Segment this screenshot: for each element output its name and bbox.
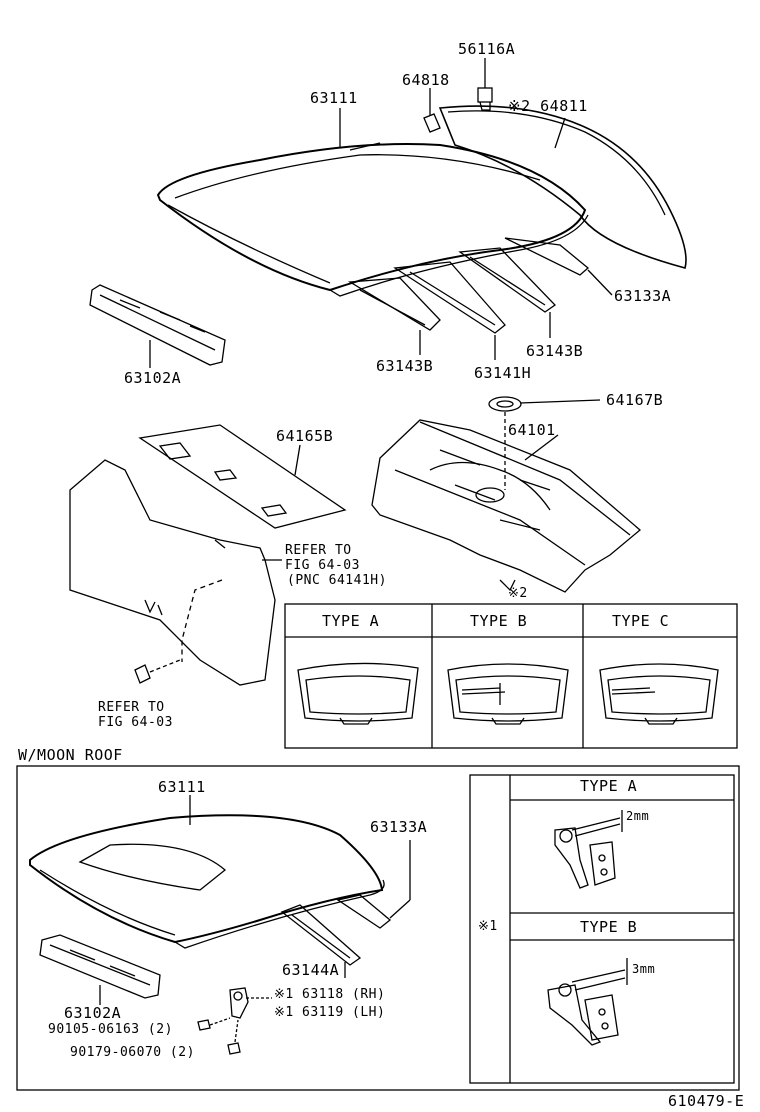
header-moonroof — [39, 934, 161, 1005]
label-64818: 64818 — [402, 71, 450, 89]
hinge-type-b-title: TYPE B — [580, 918, 638, 936]
label-90179: 90179-06070 (2) — [70, 1045, 195, 1060]
roof-bow-moonroof — [280, 840, 411, 978]
label-56116a: 56116A — [458, 40, 516, 58]
label-63119: ※1 63119 (LH) — [274, 1005, 386, 1020]
label-63141h: 63141H — [474, 364, 532, 382]
label-63133a-top: 63133A — [614, 287, 672, 305]
label-64167b: 64167B — [606, 391, 664, 409]
front-header-panel — [89, 284, 226, 368]
glass-type-c-title: TYPE C — [612, 612, 670, 630]
label-63118: ※1 63118 (RH) — [274, 987, 386, 1002]
hinge-type-a — [554, 810, 623, 889]
label-63143b-right: 63143B — [526, 342, 584, 360]
label-63111-top: 63111 — [310, 89, 358, 107]
hinge-type-b — [547, 958, 628, 1046]
grommet — [488, 396, 601, 490]
note-1-mark: ※1 — [478, 919, 498, 934]
hinge-type-a-dimension: 2mm — [626, 809, 650, 823]
label-64101: 64101 — [508, 421, 556, 439]
refer-note-1-line1: REFER TO — [285, 543, 352, 558]
hinge-type-b-dimension: 3mm — [632, 962, 656, 976]
back-window-glass — [438, 105, 687, 269]
roof-panel-top — [156, 142, 589, 297]
glass-type-b-title: TYPE B — [470, 612, 528, 630]
label-64811: ※2 64811 — [508, 97, 588, 115]
label-63143b-left: 63143B — [376, 357, 434, 375]
moon-roof-frame — [16, 765, 740, 1091]
package-tray-trim — [138, 424, 347, 529]
refer-note-2-line1: REFER TO — [98, 700, 165, 715]
label-63102a-top: 63102A — [124, 369, 182, 387]
hinge-moonroof — [197, 987, 272, 1055]
refer-note-1-line2: FIG 64-03 — [285, 558, 360, 573]
moon-roof-heading: W/MOON ROOF — [18, 746, 123, 764]
rear-floor-panel — [371, 419, 642, 593]
label-63144a: 63144A — [282, 961, 340, 979]
refer-note-2-line2: FIG 64-03 — [98, 715, 173, 730]
hinge-type-a-title: TYPE A — [580, 777, 638, 795]
glass-type-table — [284, 603, 738, 749]
label-63102a-bottom: 63102A — [64, 1004, 122, 1022]
label-64165b: 64165B — [276, 427, 334, 445]
label-63111-bottom: 63111 — [158, 778, 206, 796]
glass-type-a-title: TYPE A — [322, 612, 380, 630]
roof-bows — [347, 237, 613, 360]
label-90105: 90105-06163 (2) — [48, 1022, 173, 1037]
refer-note-1-line3: (PNC 64141H) — [287, 573, 387, 588]
note-2-mark: ※2 — [508, 586, 528, 601]
rear-side-trim — [69, 459, 282, 686]
clip-parts — [339, 58, 566, 149]
figure-number: 610479-E — [668, 1092, 745, 1110]
roof-panel-moonroof — [29, 795, 385, 949]
label-63133a-bottom: 63133A — [370, 818, 428, 836]
